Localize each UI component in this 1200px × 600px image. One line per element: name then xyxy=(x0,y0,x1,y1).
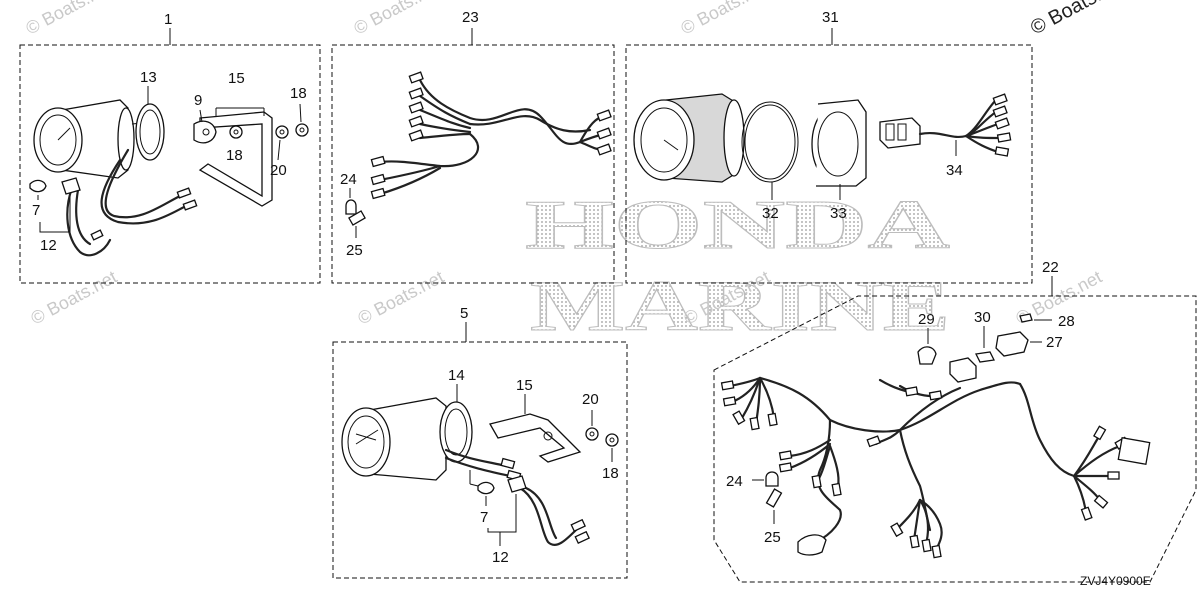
bulb-part[interactable] xyxy=(29,179,47,193)
nut-part[interactable] xyxy=(229,125,243,139)
bezel-ring-part[interactable] xyxy=(135,103,165,161)
site-watermark: © Boats.net xyxy=(27,267,120,329)
group-5-tachometer-assembly[interactable]: 5 14 15 20 18 xyxy=(332,305,628,579)
connector-harness-part[interactable] xyxy=(879,93,1012,157)
terminal-part[interactable] xyxy=(1019,313,1033,323)
group-number: 31 xyxy=(822,9,839,26)
site-watermark: © Boats.net xyxy=(677,0,770,39)
brand-watermark-line1: HONDA xyxy=(525,187,951,264)
lock-ring-part[interactable] xyxy=(811,99,867,187)
callout-label: 33 xyxy=(830,205,847,222)
callout-label: 20 xyxy=(582,391,599,408)
callout-label: 24 xyxy=(726,473,743,490)
group-number: 1 xyxy=(164,11,172,28)
clip-part[interactable] xyxy=(917,346,937,365)
callout-label: 12 xyxy=(492,549,509,566)
socket-part[interactable] xyxy=(507,475,527,493)
bulb-part[interactable] xyxy=(477,481,495,495)
nut-part[interactable] xyxy=(605,433,619,447)
group-frame xyxy=(332,341,628,579)
sleeve-part[interactable] xyxy=(765,488,783,508)
callout-label: 24 xyxy=(340,171,357,188)
clamp-part[interactable] xyxy=(193,120,217,144)
group-number: 22 xyxy=(1042,259,1059,276)
group-number: 23 xyxy=(462,9,479,26)
socket-part[interactable] xyxy=(61,177,81,195)
gauge-part[interactable] xyxy=(341,397,447,481)
callout-label: 15 xyxy=(516,377,533,394)
group-frame xyxy=(713,295,1197,583)
callout-label: 14 xyxy=(448,367,465,384)
connector-part[interactable] xyxy=(1117,436,1151,466)
group-frame xyxy=(331,44,615,284)
brand-watermark-line2: MARINE xyxy=(530,266,950,346)
group-1-tachometer-assembly[interactable]: 1 13 15 9 18 20 xyxy=(19,11,321,284)
washer-part[interactable] xyxy=(585,427,599,441)
callout-label: 7 xyxy=(32,202,40,219)
brand-watermark: HONDA MARINE xyxy=(525,187,952,347)
callout-label: 25 xyxy=(764,529,781,546)
group-frame xyxy=(19,44,321,284)
callout-label: 18 xyxy=(602,465,619,482)
terminal-group xyxy=(370,71,612,200)
callout-label: 18 xyxy=(226,147,243,164)
callout-label: 15 xyxy=(228,70,245,87)
connector-part[interactable] xyxy=(797,534,827,556)
gauge-part[interactable] xyxy=(633,93,745,183)
callout-label: 13 xyxy=(140,69,157,86)
o-ring-part[interactable] xyxy=(741,101,799,183)
terminal-cap-part[interactable] xyxy=(765,471,779,487)
site-watermark: © Boats.net xyxy=(350,0,443,39)
diagram-code: ZVJ4Y0900E xyxy=(1080,574,1151,588)
callout-label: 28 xyxy=(1058,313,1075,330)
group-number: 5 xyxy=(460,305,468,322)
callout-label: 29 xyxy=(918,311,935,328)
callout-label: 12 xyxy=(40,237,57,254)
bracket-part[interactable] xyxy=(489,413,582,463)
callout-label: 30 xyxy=(974,309,991,326)
nut-part[interactable] xyxy=(295,123,309,137)
sleeve-part[interactable] xyxy=(348,210,366,226)
callout-label: 7 xyxy=(480,509,488,526)
callout-label: 27 xyxy=(1046,334,1063,351)
terminal-part[interactable] xyxy=(975,351,995,363)
gauge-part[interactable] xyxy=(33,99,153,179)
terminal-group xyxy=(720,380,1130,559)
callout-label: 32 xyxy=(762,205,779,222)
group-31-gauge-assembly[interactable]: 31 32 33 xyxy=(625,9,1033,284)
callout-label: 20 xyxy=(270,162,287,179)
washer-part[interactable] xyxy=(275,125,289,139)
group-frame xyxy=(625,44,1033,284)
terminal-cap-part[interactable] xyxy=(345,199,357,215)
callout-label: 18 xyxy=(290,85,307,102)
site-watermark: © Boats.net xyxy=(22,0,115,39)
callout-label: 34 xyxy=(946,162,963,179)
clip-part[interactable] xyxy=(995,331,1029,357)
group-23-wire-harness[interactable]: 23 24 25 xyxy=(331,9,615,284)
group-22-main-harness[interactable]: 22 xyxy=(713,259,1197,583)
corner-watermark: © Boats.net xyxy=(1027,0,1130,39)
site-watermark: © Boats.net xyxy=(354,267,447,329)
connector-part[interactable] xyxy=(949,357,977,383)
callout-label: 25 xyxy=(346,242,363,259)
callout-label: 9 xyxy=(194,92,202,109)
